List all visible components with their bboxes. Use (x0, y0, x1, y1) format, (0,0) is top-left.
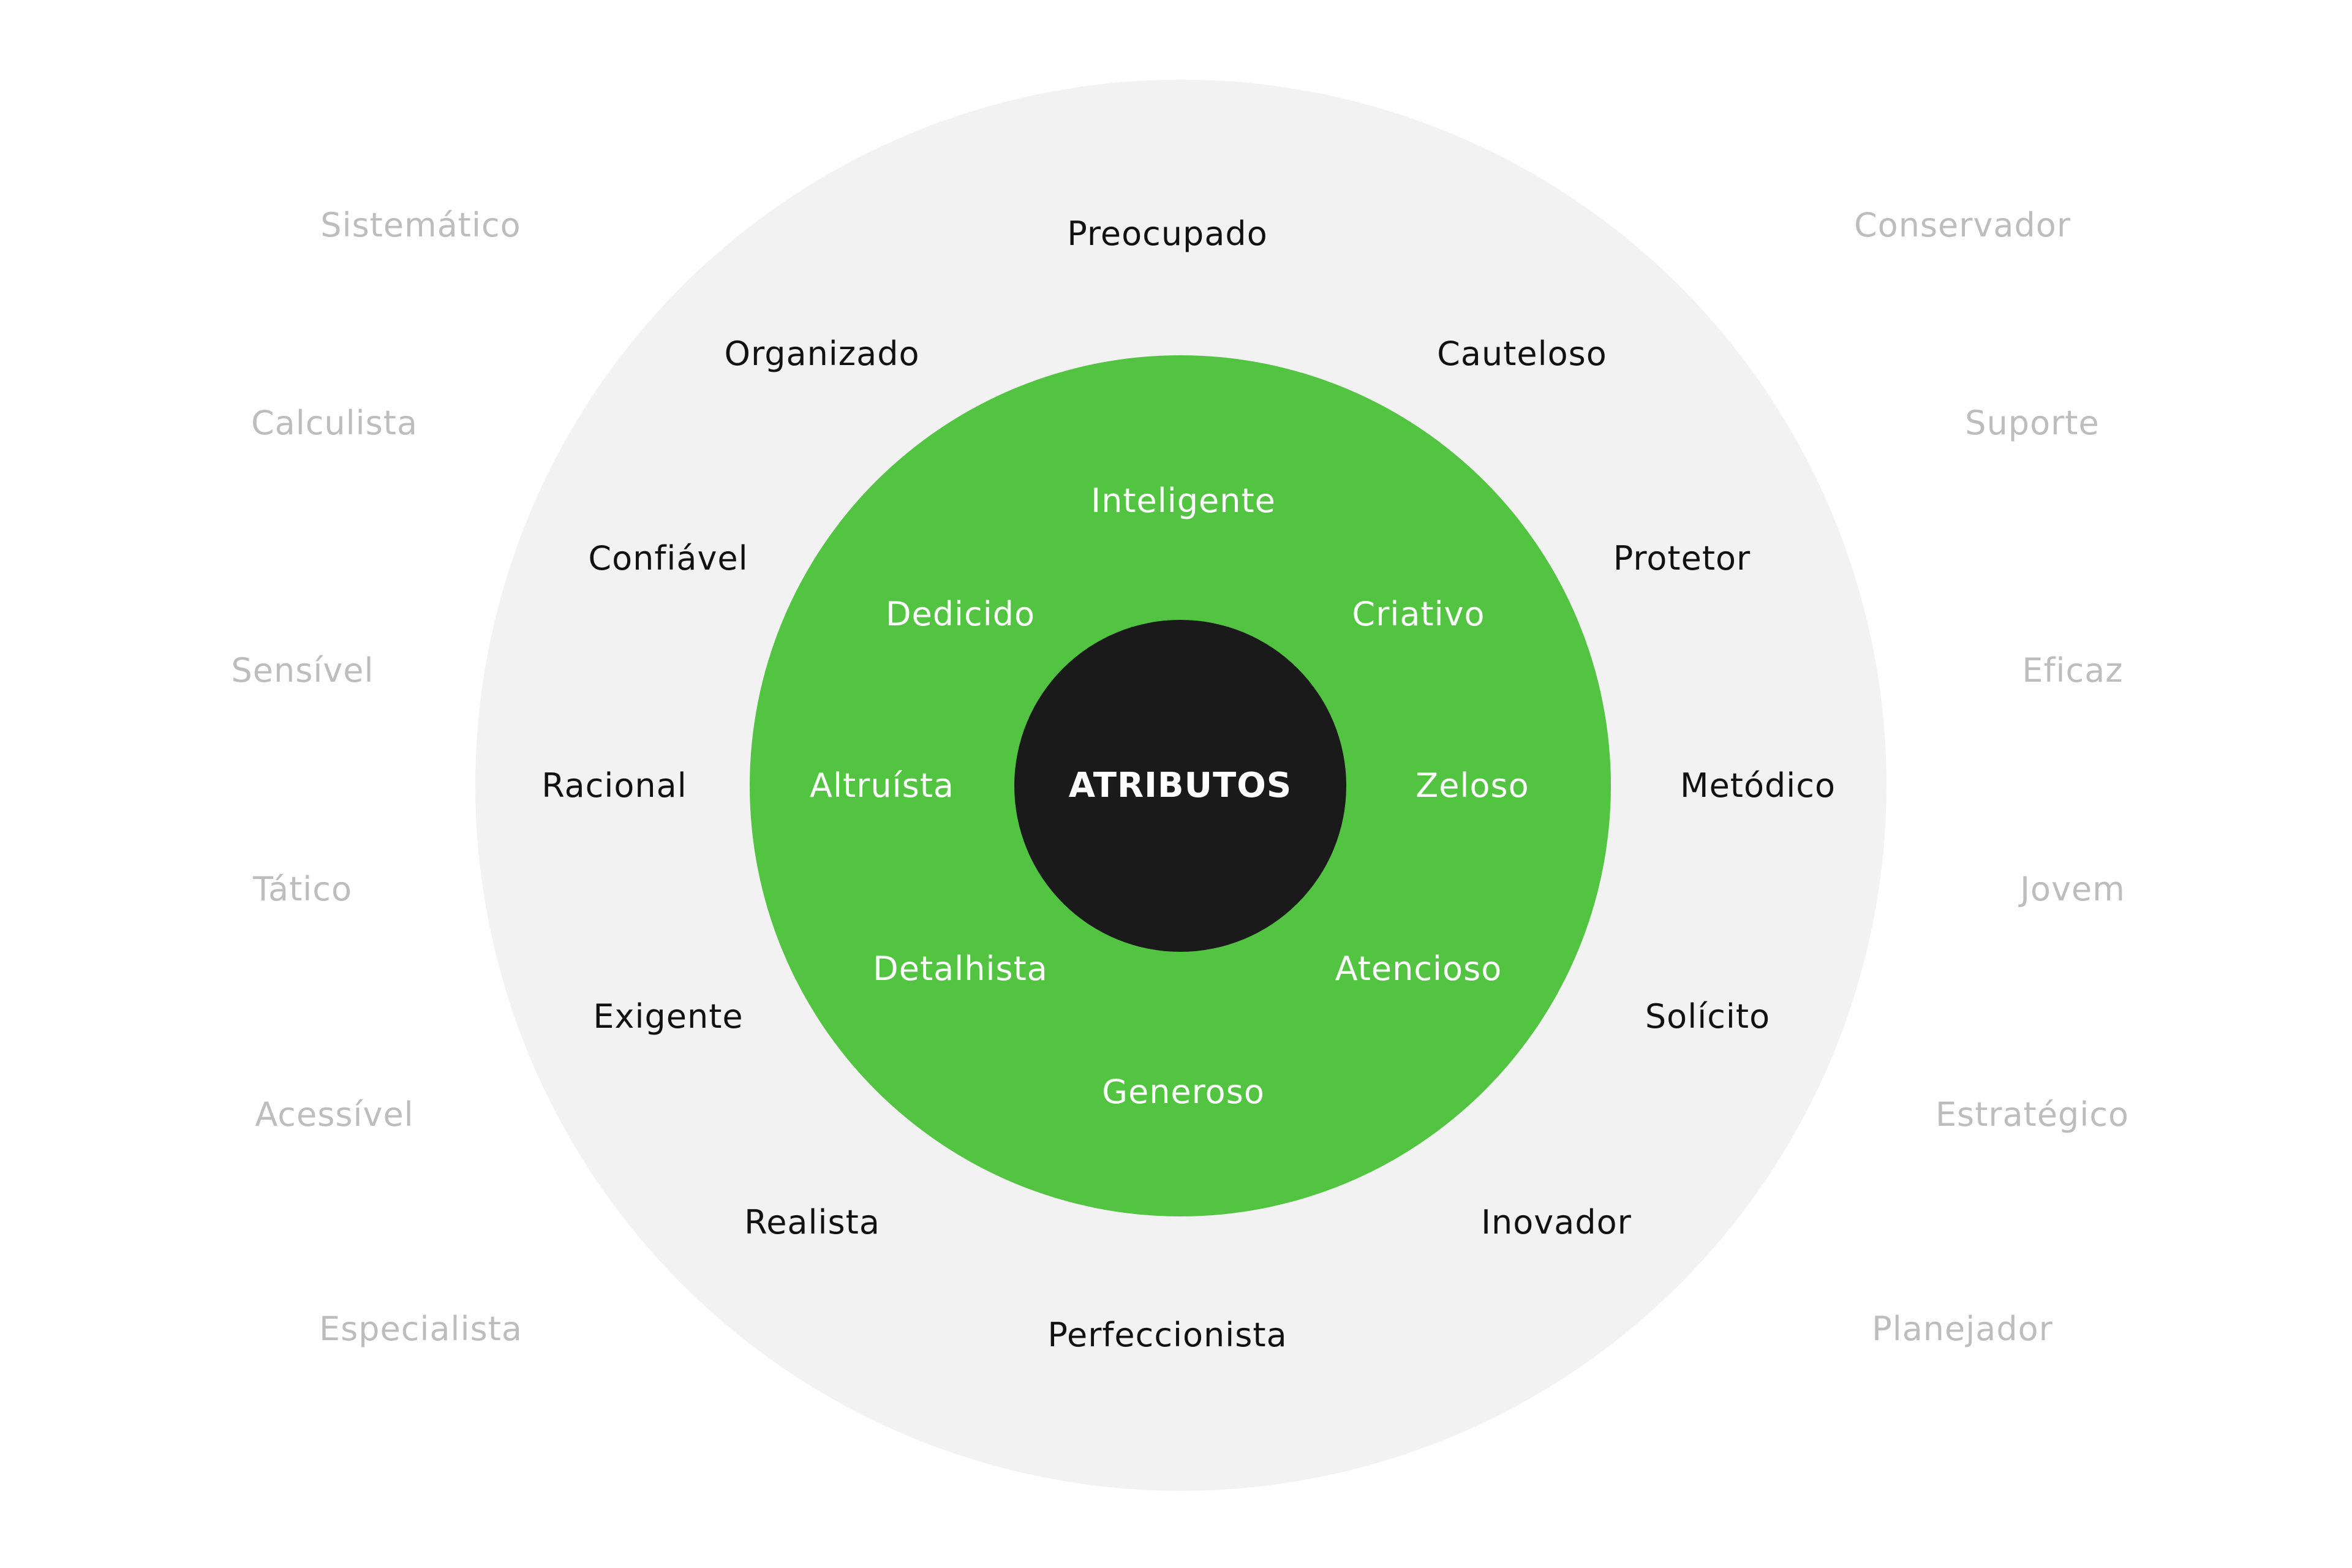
ring-word: Organizado (724, 334, 920, 373)
outer-word: Eficaz (2022, 651, 2124, 690)
ring-word: Exigente (593, 997, 744, 1036)
ring-word: Realista (744, 1203, 880, 1242)
center-label: ATRIBUTOS (1068, 766, 1292, 805)
inner-word: Generoso (1102, 1072, 1265, 1111)
outer-word: Planejador (1872, 1310, 2053, 1348)
core-circle (1014, 620, 1346, 952)
outer-word: Especialista (319, 1310, 522, 1348)
outer-word: Acessível (255, 1095, 414, 1134)
ring-word: Metódico (1679, 766, 1836, 805)
inner-word: Zeloso (1415, 766, 1529, 805)
ring-word: Solícito (1645, 997, 1771, 1036)
ring-word: Racional (541, 766, 687, 805)
outer-word: Jovem (2020, 870, 2125, 908)
inner-word: Inteligente (1091, 481, 1276, 520)
ring-word: Preocupado (1067, 214, 1268, 253)
outer-word: Calculista (251, 404, 418, 442)
inner-word: Criativo (1352, 595, 1485, 633)
outer-word: Tático (252, 870, 353, 908)
inner-word: Altruísta (810, 766, 954, 805)
inner-word: Dedicido (885, 595, 1036, 633)
outer-word: Estratégico (1935, 1095, 2130, 1134)
outer-word: Sistemático (320, 206, 521, 244)
ring-word: Perfeccionista (1047, 1316, 1287, 1354)
ring-word: Protetor (1613, 539, 1751, 578)
ring-word: Confiável (588, 539, 748, 578)
outer-word: Suporte (1965, 404, 2100, 442)
ring-word: Inovador (1481, 1203, 1632, 1242)
outer-word: Sensível (231, 651, 374, 690)
inner-word: Detalhista (873, 949, 1048, 988)
ring-word: Cauteloso (1437, 334, 1607, 373)
inner-word: Atencioso (1335, 949, 1502, 988)
outer-word: Conservador (1853, 206, 2071, 244)
